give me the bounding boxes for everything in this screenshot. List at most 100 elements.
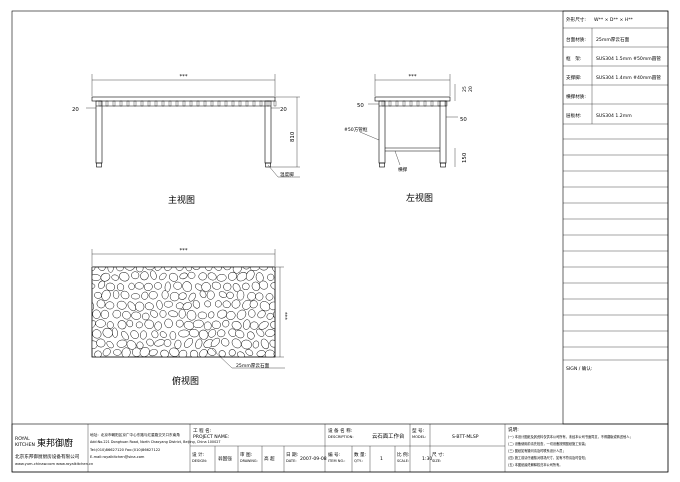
marble-stone — [119, 272, 130, 282]
marble-pattern — [92, 267, 275, 357]
marble-stone — [113, 349, 122, 356]
marble-stone — [98, 280, 106, 289]
frame-rib — [154, 100, 158, 107]
tel-fax: Tel:(010)86627120 Fax:(010)86627122 — [89, 448, 160, 452]
marble-stone — [207, 272, 217, 281]
marble-stone — [154, 282, 162, 290]
spec-row-label: 层板材: — [566, 112, 582, 119]
frame-rib — [409, 100, 413, 107]
marble-stone — [145, 267, 155, 271]
marble-stone — [248, 309, 256, 318]
left-dim-width: *** — [408, 74, 416, 80]
designer-value: 翁国强 — [218, 455, 232, 462]
marble-stone — [175, 267, 184, 271]
marble-stone — [143, 282, 153, 291]
company-logo-cn: 東邦御廚 — [37, 437, 73, 449]
marble-stone — [123, 267, 135, 271]
marble-stone — [130, 330, 139, 339]
marble-stone — [116, 267, 124, 272]
marble-stone — [256, 328, 265, 337]
marble-stone — [148, 349, 158, 357]
marble-stone — [217, 309, 228, 319]
size-label: 尺 寸: — [432, 451, 445, 458]
marble-stone — [267, 273, 275, 281]
marble-stone — [144, 302, 154, 311]
marble-stone — [214, 300, 222, 308]
left-dim-mid-right: 50 — [460, 117, 467, 123]
frame-rib — [395, 100, 399, 107]
marble-stone — [236, 309, 247, 320]
frame-rib — [273, 100, 277, 107]
desc-label: 设 备 名 称: — [328, 427, 353, 434]
marble-stone — [126, 319, 134, 328]
marble-stone — [173, 281, 183, 290]
marble-stone — [101, 289, 111, 301]
marble-stone — [102, 327, 113, 338]
spec-top-label: 外形尺寸: — [566, 16, 586, 23]
frame-rib — [161, 100, 165, 107]
sign-label: SIGN / 确认: — [566, 365, 593, 372]
left-dim-25: 25 — [462, 86, 468, 92]
scale-label-en: SCALE: — [397, 459, 409, 463]
marble-stone — [197, 311, 208, 320]
marble-stone — [204, 267, 213, 271]
left-callout-frame: #50方管框 — [344, 126, 368, 133]
marble-stone — [122, 310, 131, 320]
front-view: *** 20 20 810 温度脚 主视图 — [72, 74, 300, 206]
marble-stone — [159, 331, 167, 338]
marble-stone — [235, 329, 245, 339]
frame-rib — [259, 100, 263, 107]
note-line: (四) 施工前请仔细核对现场尺寸，如有不符请及时告知； — [508, 455, 588, 460]
marble-stone — [270, 321, 275, 329]
marble-stone — [151, 330, 159, 339]
date-value: 2007-09-08 — [300, 456, 327, 462]
marble-stone — [106, 340, 114, 349]
frame-rib — [182, 100, 186, 107]
marble-stone — [116, 300, 127, 310]
marble-stone — [150, 270, 157, 280]
frame-rib — [105, 100, 109, 107]
marble-stone — [169, 331, 177, 341]
left-dim-20: 20 — [468, 86, 474, 92]
left-dim-bottom-right: 150 — [462, 152, 468, 163]
marble-stone — [216, 274, 227, 282]
scale-label: 比 例: — [397, 451, 410, 458]
marble-stone — [208, 311, 215, 319]
marble-stone — [106, 321, 114, 329]
marble-stone — [192, 319, 204, 329]
frame-rib — [210, 100, 214, 107]
marble-stone — [116, 339, 128, 348]
marble-stone — [260, 338, 269, 350]
marble-stone — [112, 309, 122, 319]
marble-stone — [169, 272, 178, 282]
top-dim-width: *** — [179, 248, 187, 254]
marble-stone — [136, 341, 144, 350]
company-name: 北京东邦御厨厨房设备有限公司 — [15, 453, 80, 460]
marble-stone — [105, 282, 115, 292]
marble-stone — [150, 310, 158, 318]
marble-stone — [257, 310, 266, 319]
marble-stone — [245, 270, 255, 281]
frame-rib — [245, 100, 249, 107]
marble-stone — [194, 283, 203, 291]
model-value: S-BTT-MLSP — [452, 434, 479, 440]
marble-stone — [130, 293, 141, 300]
marble-stone — [228, 349, 236, 357]
marble-stone — [198, 329, 209, 340]
frame-rib — [168, 100, 172, 107]
marble-stone — [269, 301, 275, 311]
size-label-en: SIZE: — [432, 459, 441, 463]
frame-rib — [238, 100, 242, 107]
left-callout-shelf: 横撑 — [398, 166, 408, 173]
marble-stone — [204, 300, 211, 308]
marble-stone — [164, 318, 173, 329]
marble-stone — [112, 290, 120, 299]
marble-stone — [178, 329, 190, 338]
marble-stone — [182, 302, 192, 311]
marble-stone — [266, 312, 274, 320]
marble-stone — [116, 283, 125, 292]
marble-stone — [144, 319, 154, 329]
marble-stone — [128, 282, 135, 291]
spec-top-value: W** × D** × H** — [594, 17, 634, 23]
frame-rib — [423, 100, 427, 107]
